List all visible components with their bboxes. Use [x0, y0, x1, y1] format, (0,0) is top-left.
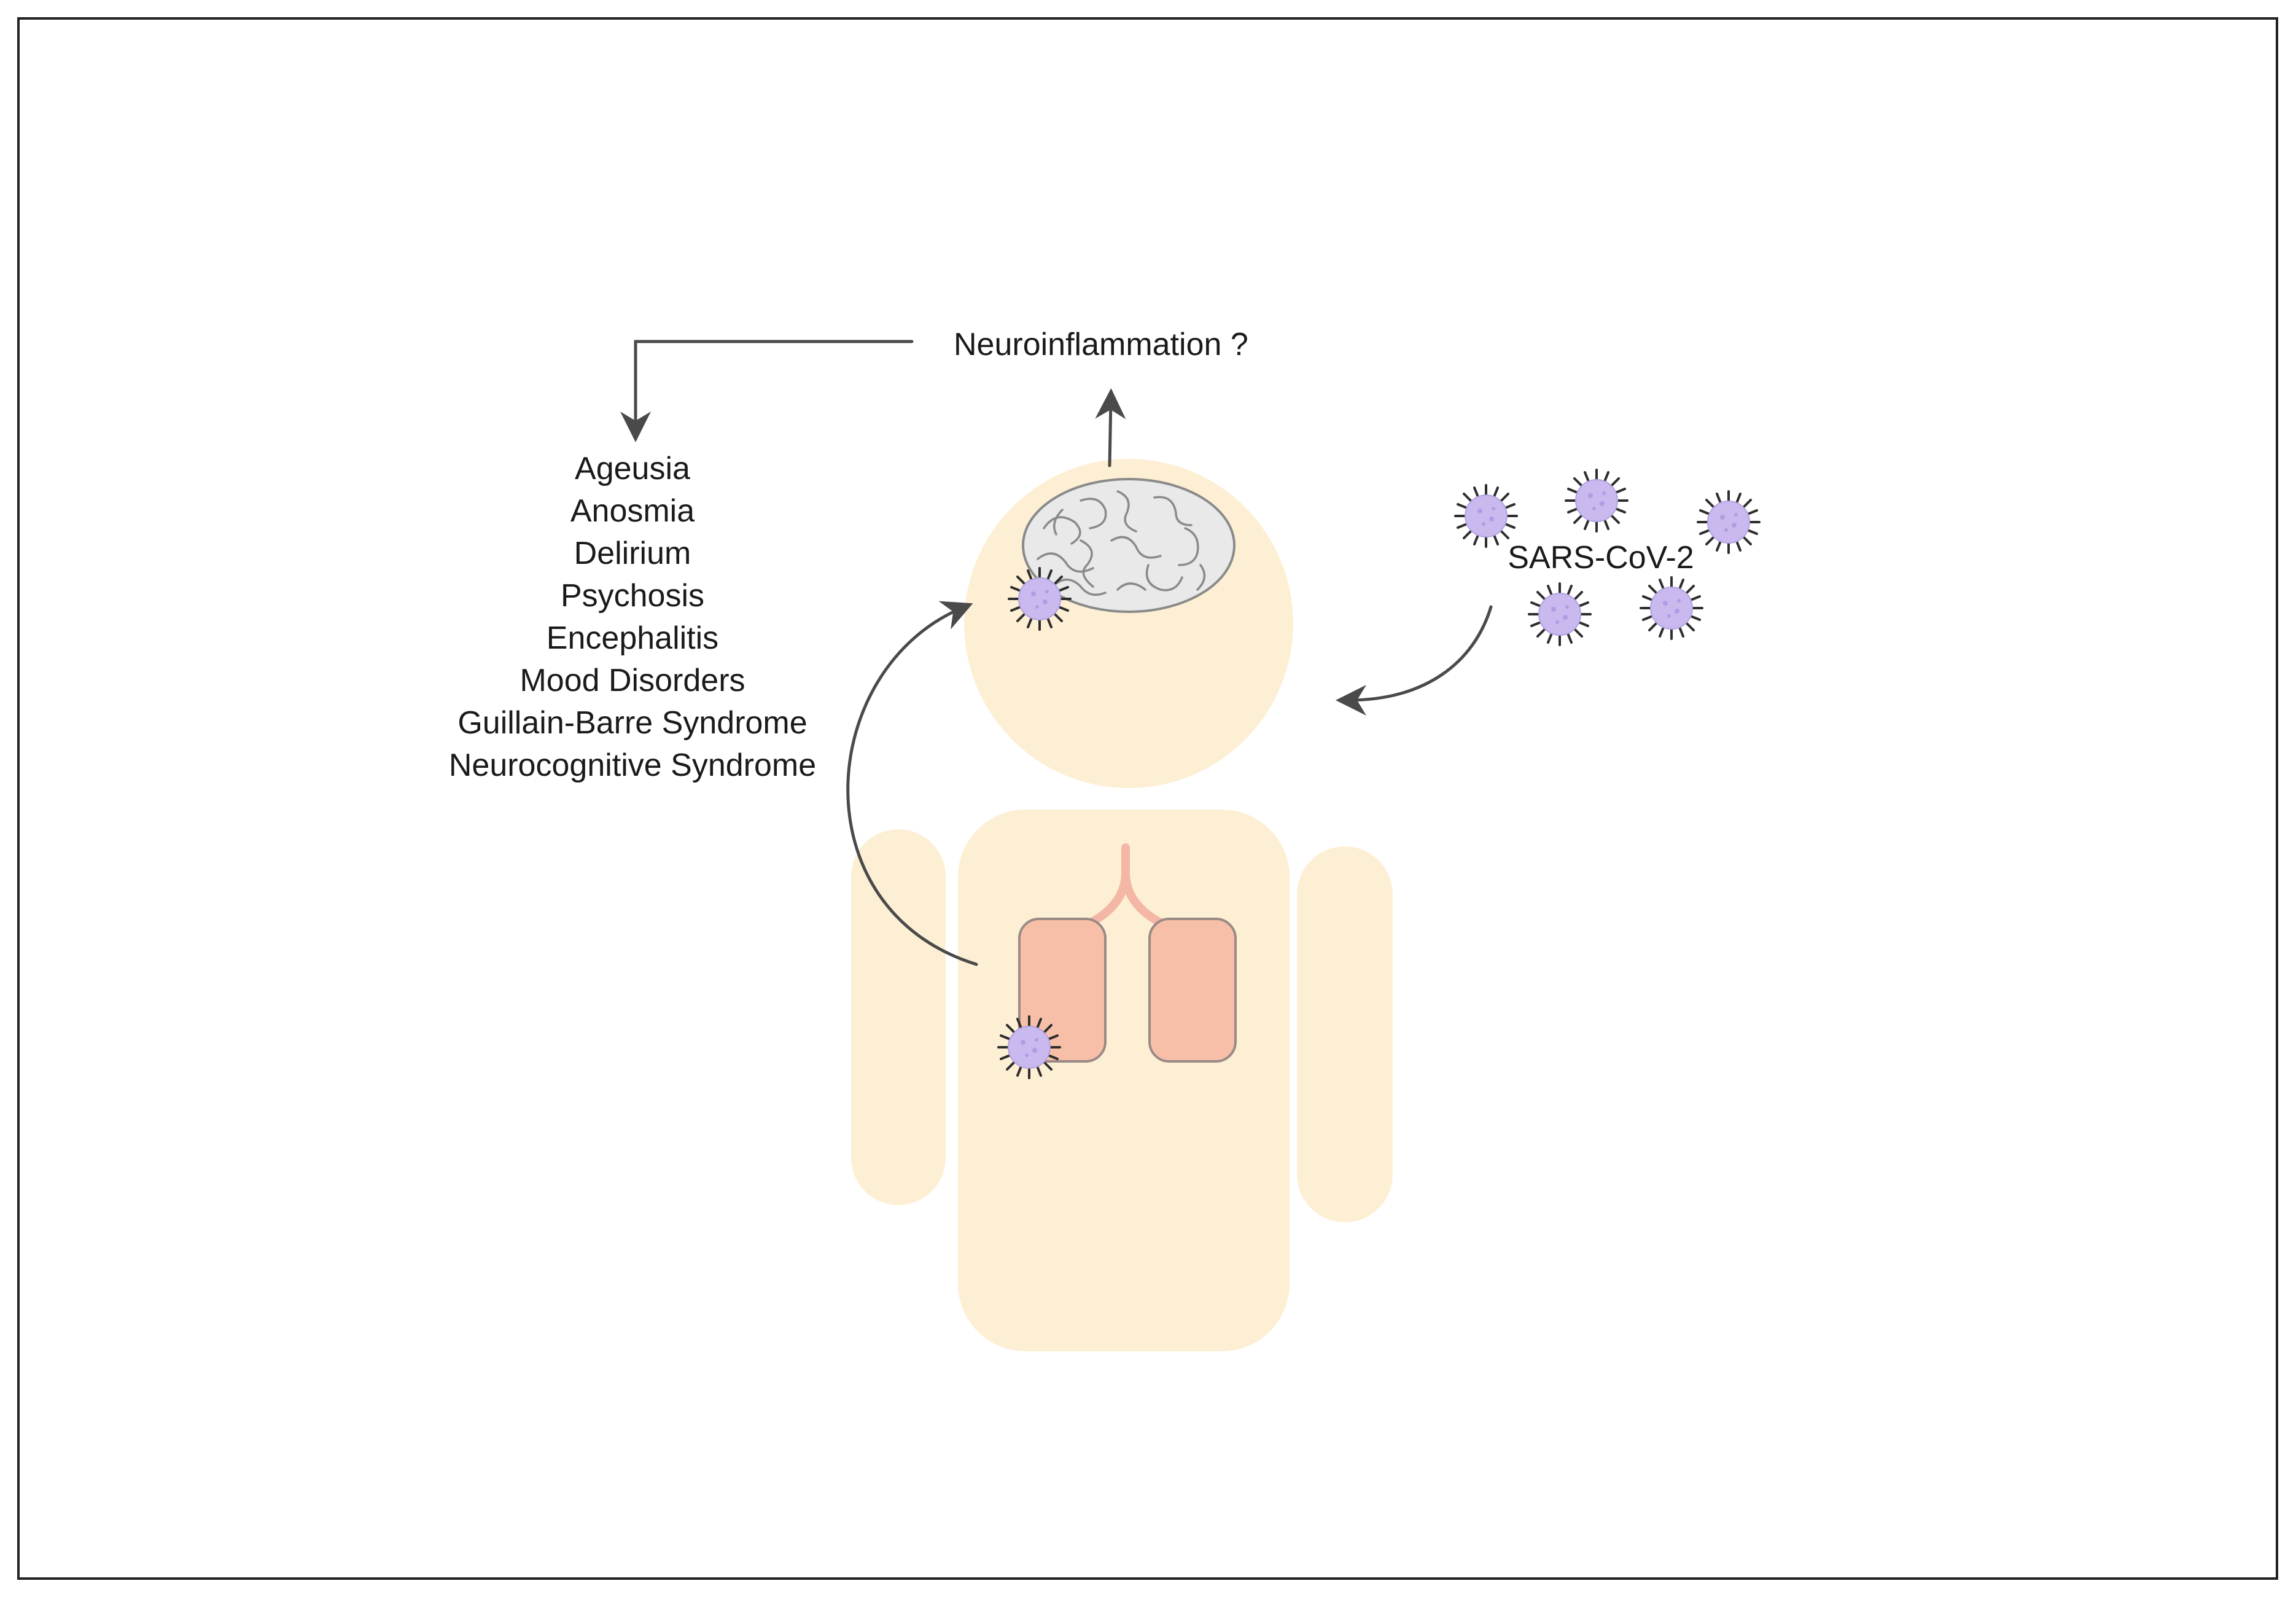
symptom-list: Ageusia Anosmia Delirium Psychosis Encep…: [449, 451, 816, 783]
symptom-item: Psychosis: [561, 578, 704, 614]
right-lung: [1148, 918, 1237, 1063]
virus-particle-icon: [1697, 490, 1761, 554]
symptom-item: Anosmia: [570, 493, 695, 529]
virus-particle-icon: [1640, 576, 1703, 640]
lungs-icon: [1018, 843, 1237, 1063]
virus-label: SARS-CoV-2: [1508, 540, 1694, 576]
trachea: [1089, 843, 1162, 926]
virus-particle-icon: [1565, 469, 1629, 533]
symptom-item: Ageusia: [575, 451, 690, 486]
left-lung: [1018, 918, 1107, 1063]
left-arm: [851, 829, 946, 1205]
symptom-item: Delirium: [574, 536, 691, 571]
virus-particle-icon: [997, 1015, 1061, 1079]
symptom-item: Mood Disorders: [520, 663, 745, 698]
virus-particle-icon: [1008, 567, 1072, 631]
neuroinflammation-label: Neuroinflammation ?: [954, 327, 1248, 362]
figure-frame: [17, 17, 2278, 1580]
arrows: [620, 340, 1493, 966]
right-arm: [1297, 846, 1393, 1222]
arrow-brain-to-neuroinflammation: [1095, 388, 1126, 467]
brain-icon: [1022, 478, 1236, 613]
symptom-item: Guillain-Barre Syndrome: [457, 705, 807, 741]
arrow-virus-to-head: [1336, 605, 1493, 716]
arrow-lungs-to-brain: [846, 601, 978, 966]
symptom-item: Encephalitis: [547, 620, 718, 656]
virus-particle-icon: [1528, 582, 1592, 646]
symptom-item: Neurocognitive Syndrome: [449, 748, 816, 783]
sars-cov-2-cluster: SARS-CoV-2: [1454, 469, 1761, 646]
brain-folds: [1037, 490, 1206, 596]
virus-particle-icon: [1454, 484, 1518, 548]
arrow-neuroinflammation-to-symptoms: [620, 340, 914, 442]
